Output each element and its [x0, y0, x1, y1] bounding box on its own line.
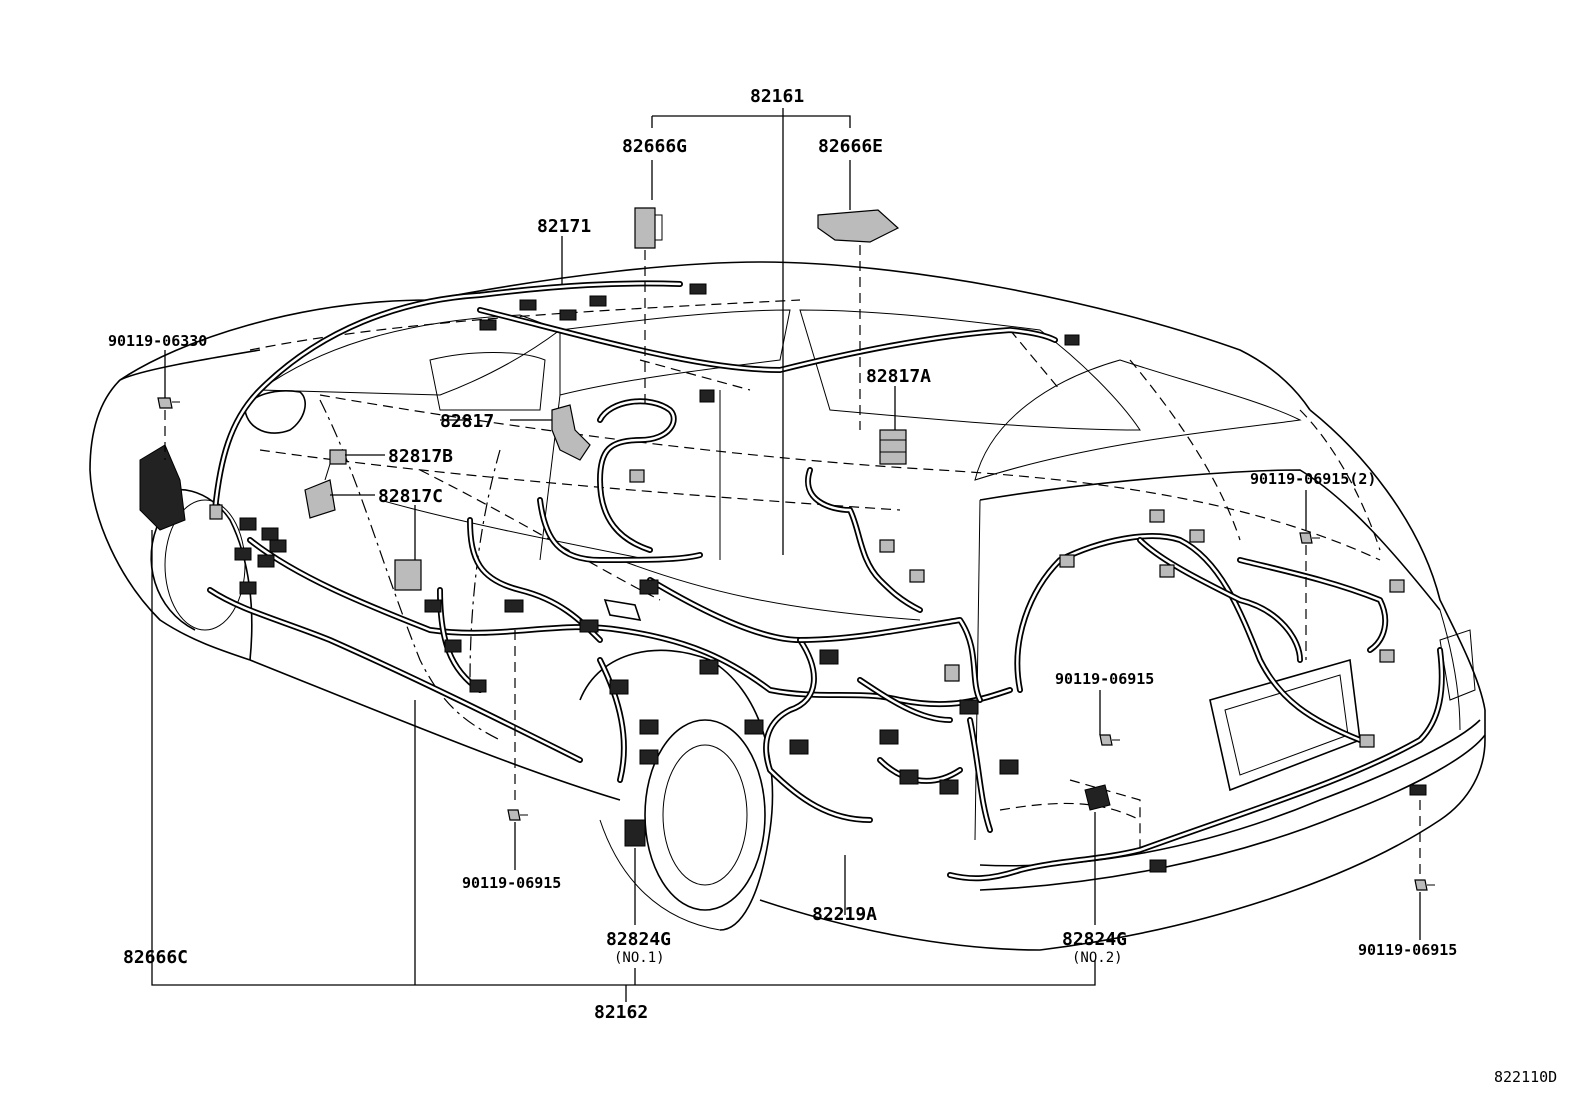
part-82817A-relay-block — [879, 429, 907, 465]
part-labels: 82161 82666G 82666E 82171 90119-06330 82… — [108, 86, 1557, 1086]
bolt-90119-06915-rear-upper — [1299, 532, 1320, 660]
part-82817-relay-bracket — [551, 404, 591, 461]
label-90119-06915-right: 90119-06915 — [1358, 941, 1457, 959]
part-82817C-relay — [304, 479, 422, 591]
bolt-90119-06915-floor — [507, 630, 528, 821]
wire-harness-rear — [947, 533, 1445, 882]
label-90119-06915-floor: 90119-06915 — [462, 874, 561, 892]
bolt-90119-06330 — [157, 397, 180, 409]
part-82817B-relay — [324, 449, 347, 481]
label-82666G: 82666G — [622, 136, 687, 157]
label-90119-06915-mid: 90119-06915 — [1055, 670, 1154, 688]
label-82817B: 82817B — [388, 446, 453, 467]
label-82219A: 82219A — [812, 904, 877, 925]
label-82824G-no2: 82824G — [1062, 929, 1127, 950]
label-82666C: 82666C — [123, 947, 188, 968]
label-82824G-no1-note: (NO.1) — [614, 950, 665, 966]
label-90119-06915-2: 90119-06915(2) — [1250, 470, 1376, 488]
label-82817: 82817 — [440, 411, 494, 432]
part-82666G-junction-block — [634, 207, 663, 410]
label-90119-06330: 90119-06330 — [108, 332, 207, 350]
label-82162: 82162 — [594, 1002, 648, 1023]
bolt-fasteners — [157, 397, 1435, 891]
grommet-82824G-no1 — [624, 819, 646, 847]
label-82171: 82171 — [537, 216, 591, 237]
leader-lines — [151, 108, 1421, 1002]
label-82824G-no2-note: (NO.2) — [1072, 950, 1123, 966]
part-82666C-junction-block — [139, 444, 186, 531]
wire-harness-floor — [207, 517, 1013, 833]
label-82817A: 82817A — [866, 366, 931, 387]
label-82666E: 82666E — [818, 136, 883, 157]
wire-harness-roof — [212, 280, 1058, 513]
bolt-90119-06915-right — [1414, 800, 1435, 891]
label-82824G-no1: 82824G — [606, 929, 671, 950]
diagram-code: 822110D — [1494, 1068, 1557, 1086]
label-82161: 82161 — [750, 86, 804, 107]
part-82666E-junction-block — [817, 209, 900, 430]
bolt-90119-06915-mid — [1099, 734, 1120, 746]
grommet-82824G-no2 — [1084, 784, 1111, 811]
wire-harness-dash — [537, 398, 923, 613]
harness-connectors — [209, 283, 1427, 873]
label-82817C: 82817C — [378, 486, 443, 507]
